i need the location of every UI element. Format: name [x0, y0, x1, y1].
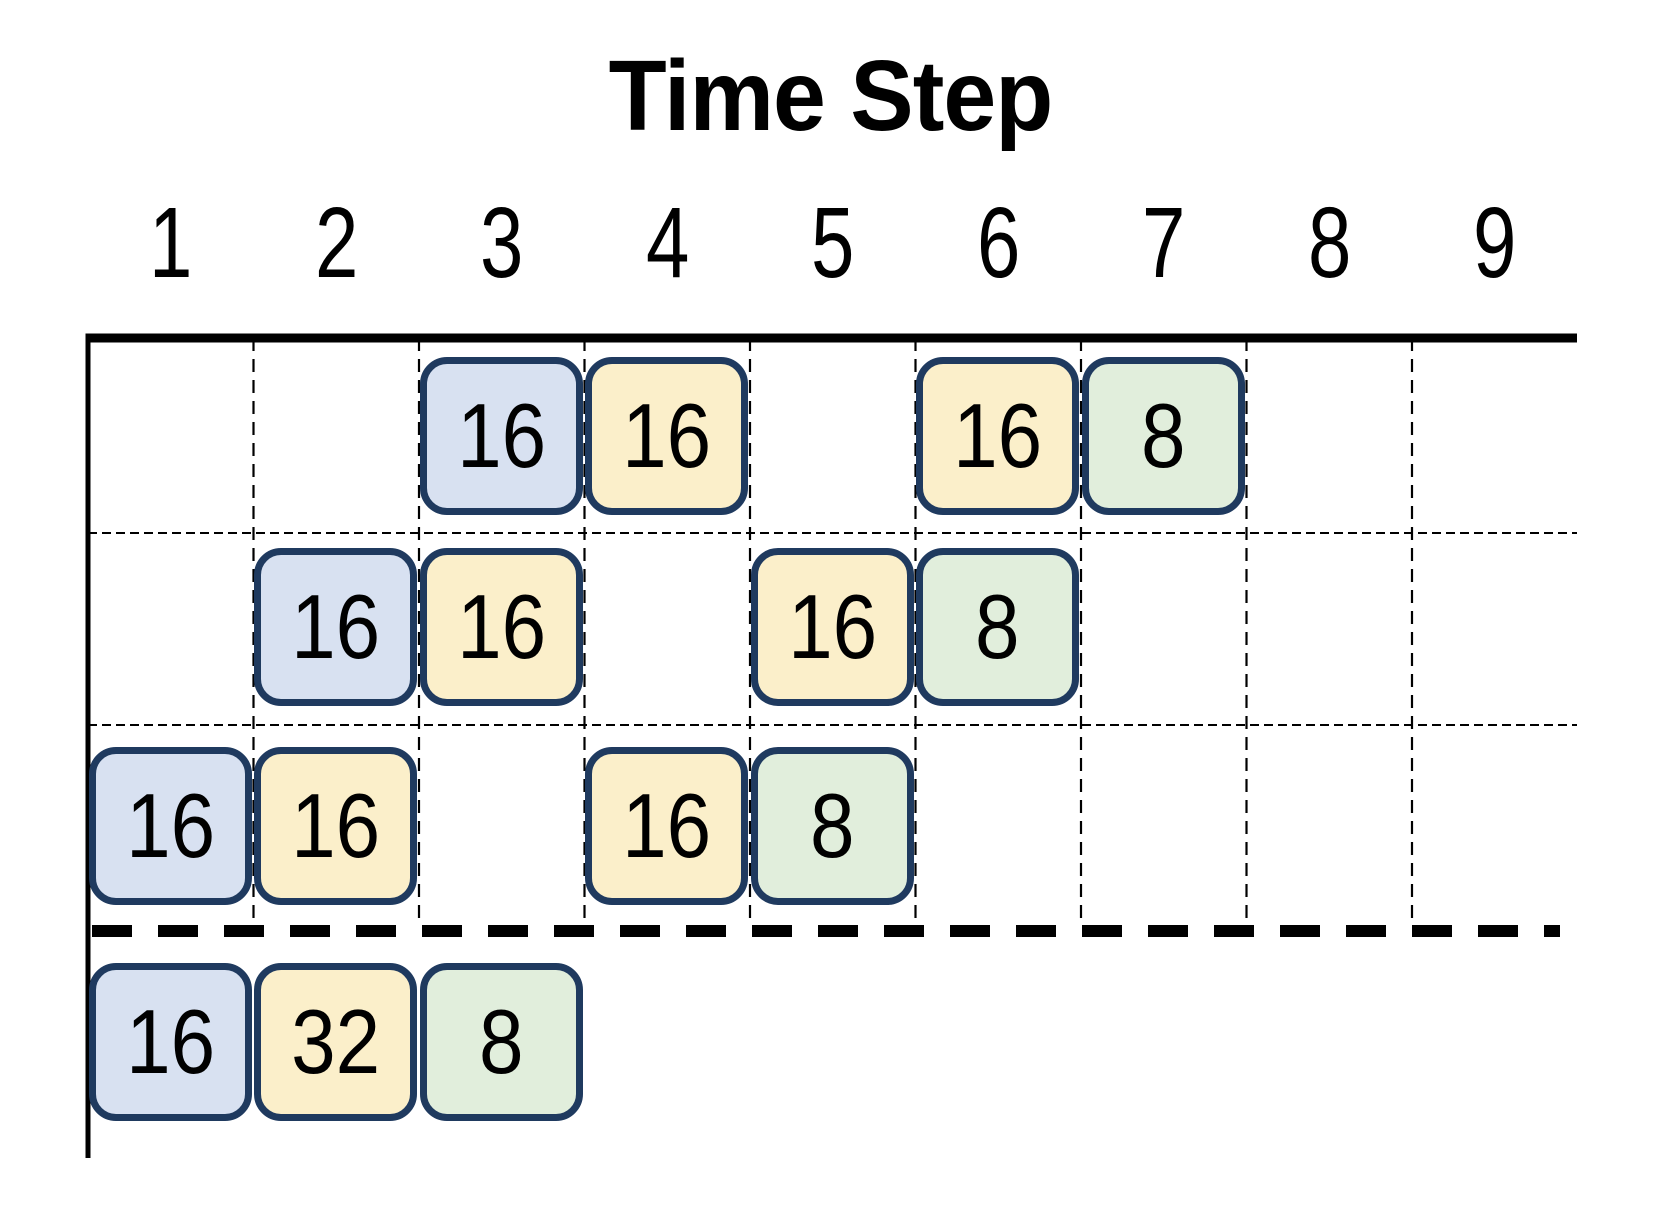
box-r2-c6: 8: [916, 548, 1079, 706]
box-r1-c3: 16: [420, 357, 583, 515]
timestep-header-1: 1: [149, 187, 193, 299]
box-value: 8: [1141, 385, 1186, 487]
box-r1-c4: 16: [585, 357, 748, 515]
timestep-header-4: 4: [645, 187, 689, 299]
box-r1-c6: 16: [916, 357, 1079, 515]
box-r4-c2: 32: [254, 963, 417, 1121]
box-value: 16: [952, 385, 1043, 487]
box-value: 8: [479, 991, 524, 1093]
timestep-header-9: 9: [1473, 187, 1517, 299]
box-value: 8: [810, 775, 855, 877]
column-gridlines: [252, 338, 1414, 925]
box-r3-c1: 16: [89, 747, 252, 905]
box-r3-c5: 8: [751, 747, 914, 905]
timestep-header-8: 8: [1307, 187, 1351, 299]
box-value: 16: [125, 991, 216, 1093]
box-value: 16: [125, 775, 216, 877]
box-r3-c4: 16: [585, 747, 748, 905]
timestep-header-5: 5: [811, 187, 855, 299]
box-r1-c7: 8: [1082, 357, 1245, 515]
box-value: 16: [290, 775, 381, 877]
box-value: 32: [290, 991, 381, 1093]
box-r3-c2: 16: [254, 747, 417, 905]
box-value: 16: [621, 385, 712, 487]
box-value: 16: [456, 385, 547, 487]
box-r2-c5: 16: [751, 548, 914, 706]
box-value: 16: [621, 775, 712, 877]
box-r4-c3: 8: [420, 963, 583, 1121]
box-value: 16: [290, 576, 381, 678]
timestep-header-3: 3: [480, 187, 524, 299]
box-r2-c3: 16: [420, 548, 583, 706]
timestep-header-2: 2: [314, 187, 358, 299]
box-r2-c2: 16: [254, 548, 417, 706]
timestep-header-7: 7: [1142, 187, 1186, 299]
box-r4-c1: 16: [89, 963, 252, 1121]
diagram-title: Time Step: [608, 40, 1054, 152]
box-value: 16: [456, 576, 547, 678]
box-value: 8: [975, 576, 1020, 678]
box-value: 16: [787, 576, 878, 678]
timestep-header-6: 6: [976, 187, 1020, 299]
